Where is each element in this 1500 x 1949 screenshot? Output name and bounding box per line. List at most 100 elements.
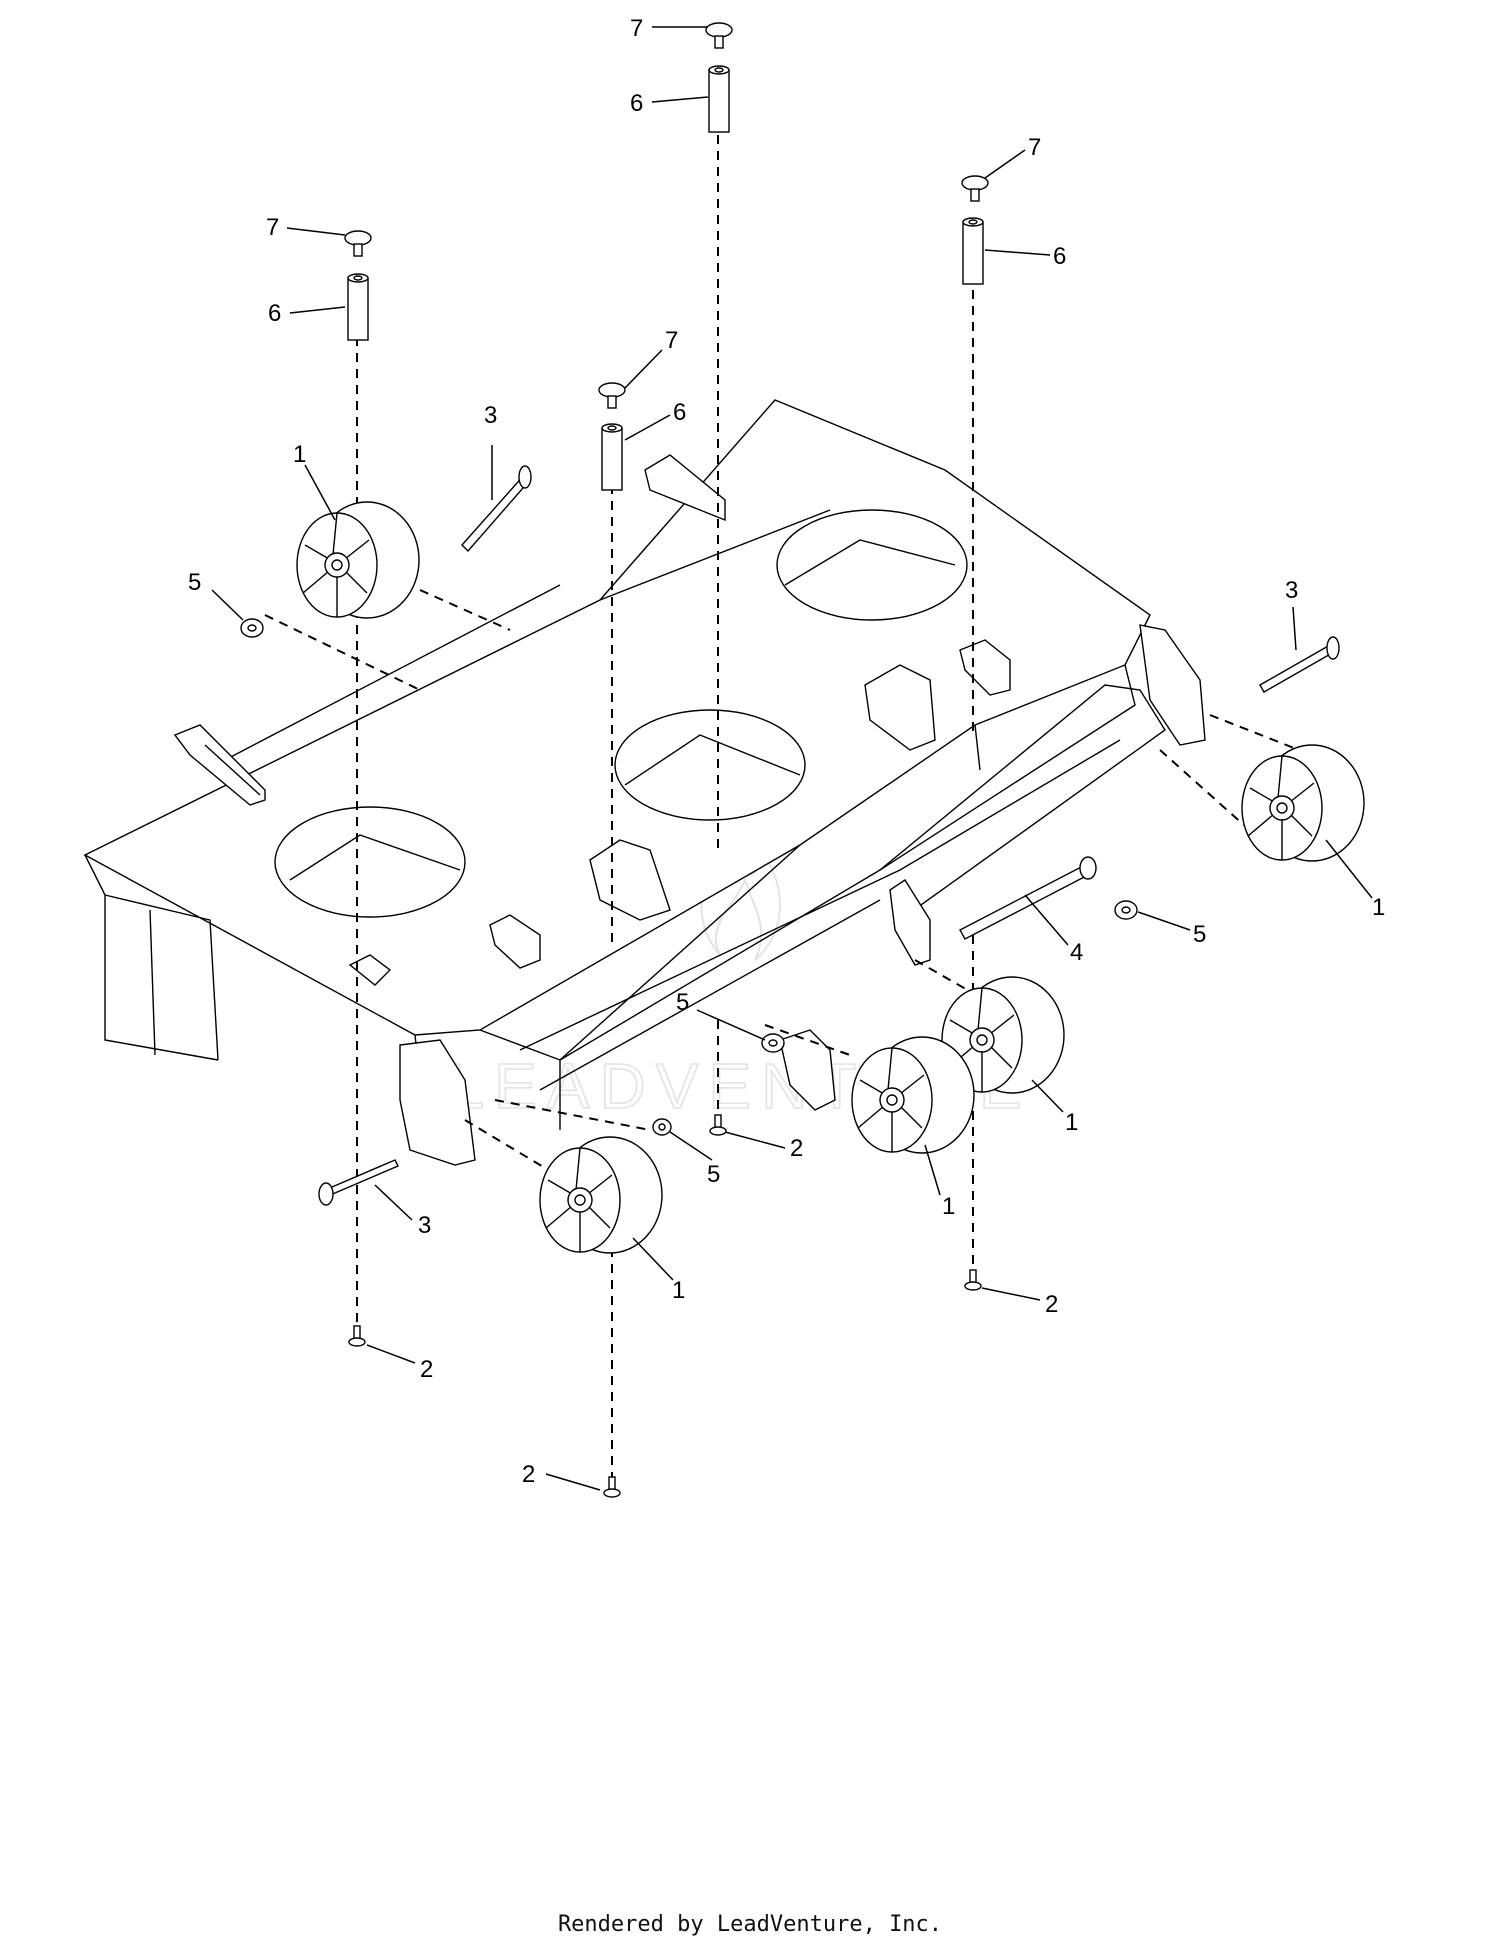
callout-label: 2 xyxy=(420,1356,433,1383)
callout-label: 5 xyxy=(188,569,201,596)
spacer-body xyxy=(601,427,623,491)
assembly-line-15 xyxy=(494,1099,651,1131)
bolt-head xyxy=(1326,636,1340,660)
leader-line-7 xyxy=(624,349,663,389)
cap-stem xyxy=(353,243,363,257)
wheel-hub xyxy=(969,1027,995,1053)
axle-bolt-head xyxy=(1079,856,1097,880)
bolt-head xyxy=(518,465,532,489)
leader-line-6 xyxy=(289,306,346,314)
deck-hitch-tab xyxy=(348,954,392,986)
spacer-body xyxy=(347,277,369,341)
wheel-spokes xyxy=(302,512,370,617)
wheel-hub xyxy=(324,552,350,578)
bolt-shank xyxy=(324,1159,399,1197)
callout-label: 7 xyxy=(665,327,678,354)
deck-left-skirt xyxy=(84,854,219,1061)
deck-top-plate xyxy=(83,399,1151,1036)
callout-label: 6 xyxy=(268,300,281,327)
leader-line-16 xyxy=(696,1009,766,1041)
pin-head xyxy=(603,1488,621,1498)
callout-labels: 7 6 7 6 7 6 7 6 1 3 5 3 1 5 4 5 5 2 1 1 … xyxy=(188,15,1385,1488)
pin-bottom-center xyxy=(603,1476,621,1498)
nut-bore xyxy=(247,624,257,632)
spacer-center xyxy=(601,423,623,491)
wheel-mount-plate-right xyxy=(1139,624,1206,746)
deck-left-skirt-panel xyxy=(104,894,219,1061)
wheel-bore xyxy=(331,559,343,571)
cap-stem xyxy=(970,188,980,202)
deck-bracket-top-left xyxy=(644,454,726,522)
nut-right xyxy=(1114,900,1138,920)
callout-label: 5 xyxy=(676,989,689,1016)
leader-line-18 xyxy=(724,1131,786,1149)
bolt-left-rear xyxy=(461,465,532,553)
blade-opening-center xyxy=(614,709,806,821)
wheel-mount-plate-front xyxy=(779,1029,836,1111)
blade-opening-left-edge xyxy=(289,834,461,881)
callout-label: 7 xyxy=(266,214,279,241)
cap-head xyxy=(344,230,372,246)
wheel-spokes xyxy=(857,1047,925,1152)
nut-body xyxy=(240,618,264,638)
wheel-bore xyxy=(574,1194,586,1206)
callout-label: 6 xyxy=(1053,243,1066,270)
bolt-right-rear xyxy=(1259,636,1340,693)
assembly-line-9 xyxy=(419,589,511,631)
assembly-line-8 xyxy=(264,614,421,691)
nut-body xyxy=(1114,900,1138,920)
callout-label: 5 xyxy=(707,1161,720,1188)
mower-deck xyxy=(83,399,1206,1166)
cap-head xyxy=(961,175,989,191)
axle-bolt xyxy=(959,856,1097,940)
pin-head xyxy=(709,1126,727,1136)
wheel-hub xyxy=(1269,795,1295,821)
callout-label: 3 xyxy=(1285,577,1298,604)
callout-label: 1 xyxy=(293,441,306,468)
nut-bore xyxy=(768,1039,778,1047)
nut-center xyxy=(761,1033,785,1053)
leader-line-19 xyxy=(1031,1079,1064,1113)
nut-body xyxy=(761,1033,785,1053)
bolt-front-left xyxy=(318,1159,399,1206)
cap-stem xyxy=(714,35,724,49)
callout-label: 6 xyxy=(673,399,686,426)
cap-top-center xyxy=(705,22,733,49)
spacer-left xyxy=(347,273,369,341)
nut-front xyxy=(652,1118,672,1136)
leader-line-13 xyxy=(1325,839,1373,899)
cap-left xyxy=(344,230,372,257)
leader-line-21 xyxy=(374,1184,413,1221)
bolt-shank xyxy=(461,472,531,553)
leader-line-3 xyxy=(984,149,1026,179)
leader-line-22 xyxy=(632,1237,674,1281)
leader-line-5 xyxy=(286,227,346,236)
deck-right-skirt xyxy=(559,664,1136,1061)
cap-head xyxy=(598,382,626,398)
pin-right-front xyxy=(964,1269,982,1291)
leader-line-20 xyxy=(924,1144,941,1196)
wheel-spokes xyxy=(545,1147,613,1252)
blade-opening-right xyxy=(776,509,968,621)
anti-scalp-wheel-right-rear xyxy=(1241,744,1365,862)
nut-body xyxy=(652,1118,672,1136)
leader-line-8 xyxy=(624,414,671,441)
cap-center xyxy=(598,382,626,409)
callout-label: 2 xyxy=(790,1135,803,1162)
leader-line-9 xyxy=(304,464,336,521)
callout-label: 7 xyxy=(1028,134,1041,161)
spacer-bore xyxy=(968,219,978,225)
callout-label: 7 xyxy=(630,15,643,42)
leader-line-24 xyxy=(366,1344,416,1364)
blade-opening-left xyxy=(274,806,466,918)
callout-label: 3 xyxy=(418,1212,431,1239)
anti-scalp-wheel-left-rear xyxy=(296,501,420,619)
spacer-body xyxy=(962,221,984,285)
deck-bracket-right xyxy=(864,664,936,751)
leader-line-14 xyxy=(1137,911,1191,931)
pin-head xyxy=(348,1337,366,1347)
wheel-hub xyxy=(879,1087,905,1113)
anti-scalp-wheel-front-left xyxy=(539,1136,663,1254)
leader-line-4 xyxy=(984,249,1051,256)
